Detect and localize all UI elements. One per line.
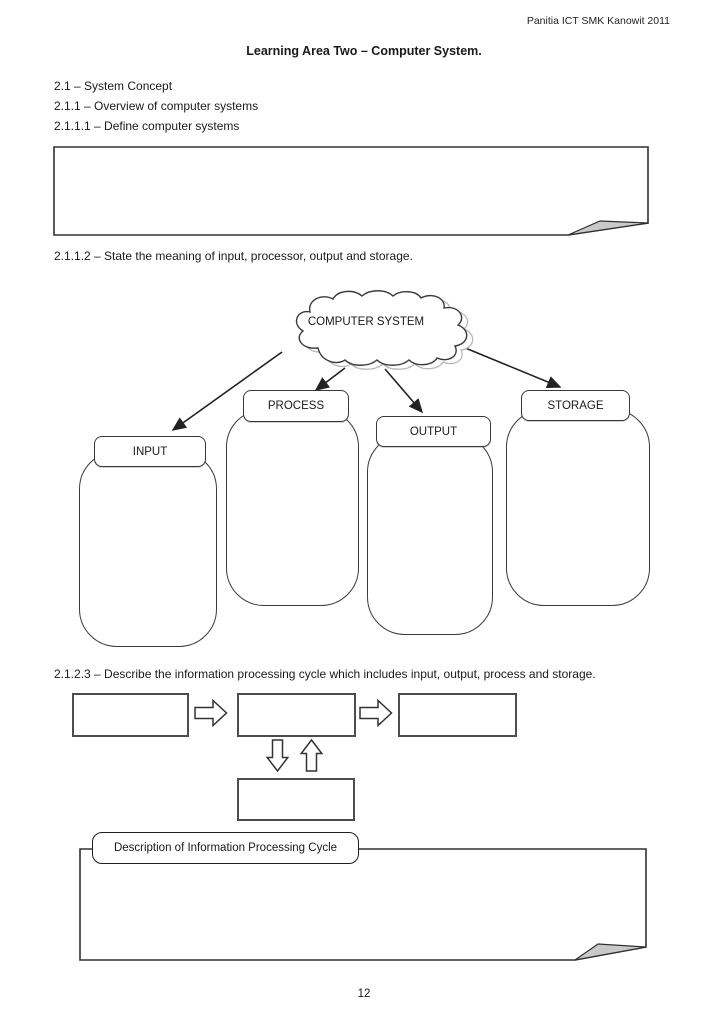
node-input: INPUT [94,436,206,467]
objective-line-2-1-1-2: 2.1.1.2 – State the meaning of input, pr… [54,249,413,263]
cycle-box-1 [72,693,189,737]
arrow-to-output [384,368,424,414]
objective-line-2-1-2-3: 2.1.2.3 – Describe the information proce… [54,667,596,681]
header-credit: Panitia ICT SMK Kanowit 2011 [526,15,670,27]
arrow-to-process [314,367,346,391]
cloud-label: COMPUTER SYSTEM [307,316,425,328]
folded-corner-icon [567,220,649,236]
node-storage: STORAGE [521,390,630,421]
storage-answer-box [506,409,650,606]
objective-line-2-1: 2.1 – System Concept [54,79,173,93]
folded-corner-icon [574,943,647,961]
objective-line-2-1-1-1: 2.1.1.1 – Define computer systems [54,119,240,133]
output-answer-box [367,434,493,635]
block-arrow-right-icon [359,698,393,728]
arrow-to-input [171,351,283,431]
page-title: Learning Area Two – Computer System. [246,44,482,58]
block-arrow-up-icon [299,738,324,772]
cloud-outline [295,290,468,366]
cycle-box-4 [237,778,355,821]
cycle-box-3 [398,693,517,737]
process-answer-box [226,409,359,606]
block-arrow-down-icon [265,739,290,773]
node-output: OUTPUT [376,416,491,447]
node-process: PROCESS [243,390,349,422]
cycle-box-2 [237,693,356,737]
page-number: 12 [357,988,371,1000]
description-label: Description of Information Processing Cy… [92,832,359,864]
block-arrow-right-icon [194,698,228,728]
answer-note-description [79,848,647,961]
answer-note-define-systems [53,146,649,236]
cloud-shape [295,290,474,370]
input-answer-box [79,451,217,647]
objective-line-2-1-1: 2.1.1 – Overview of computer systems [54,99,259,113]
